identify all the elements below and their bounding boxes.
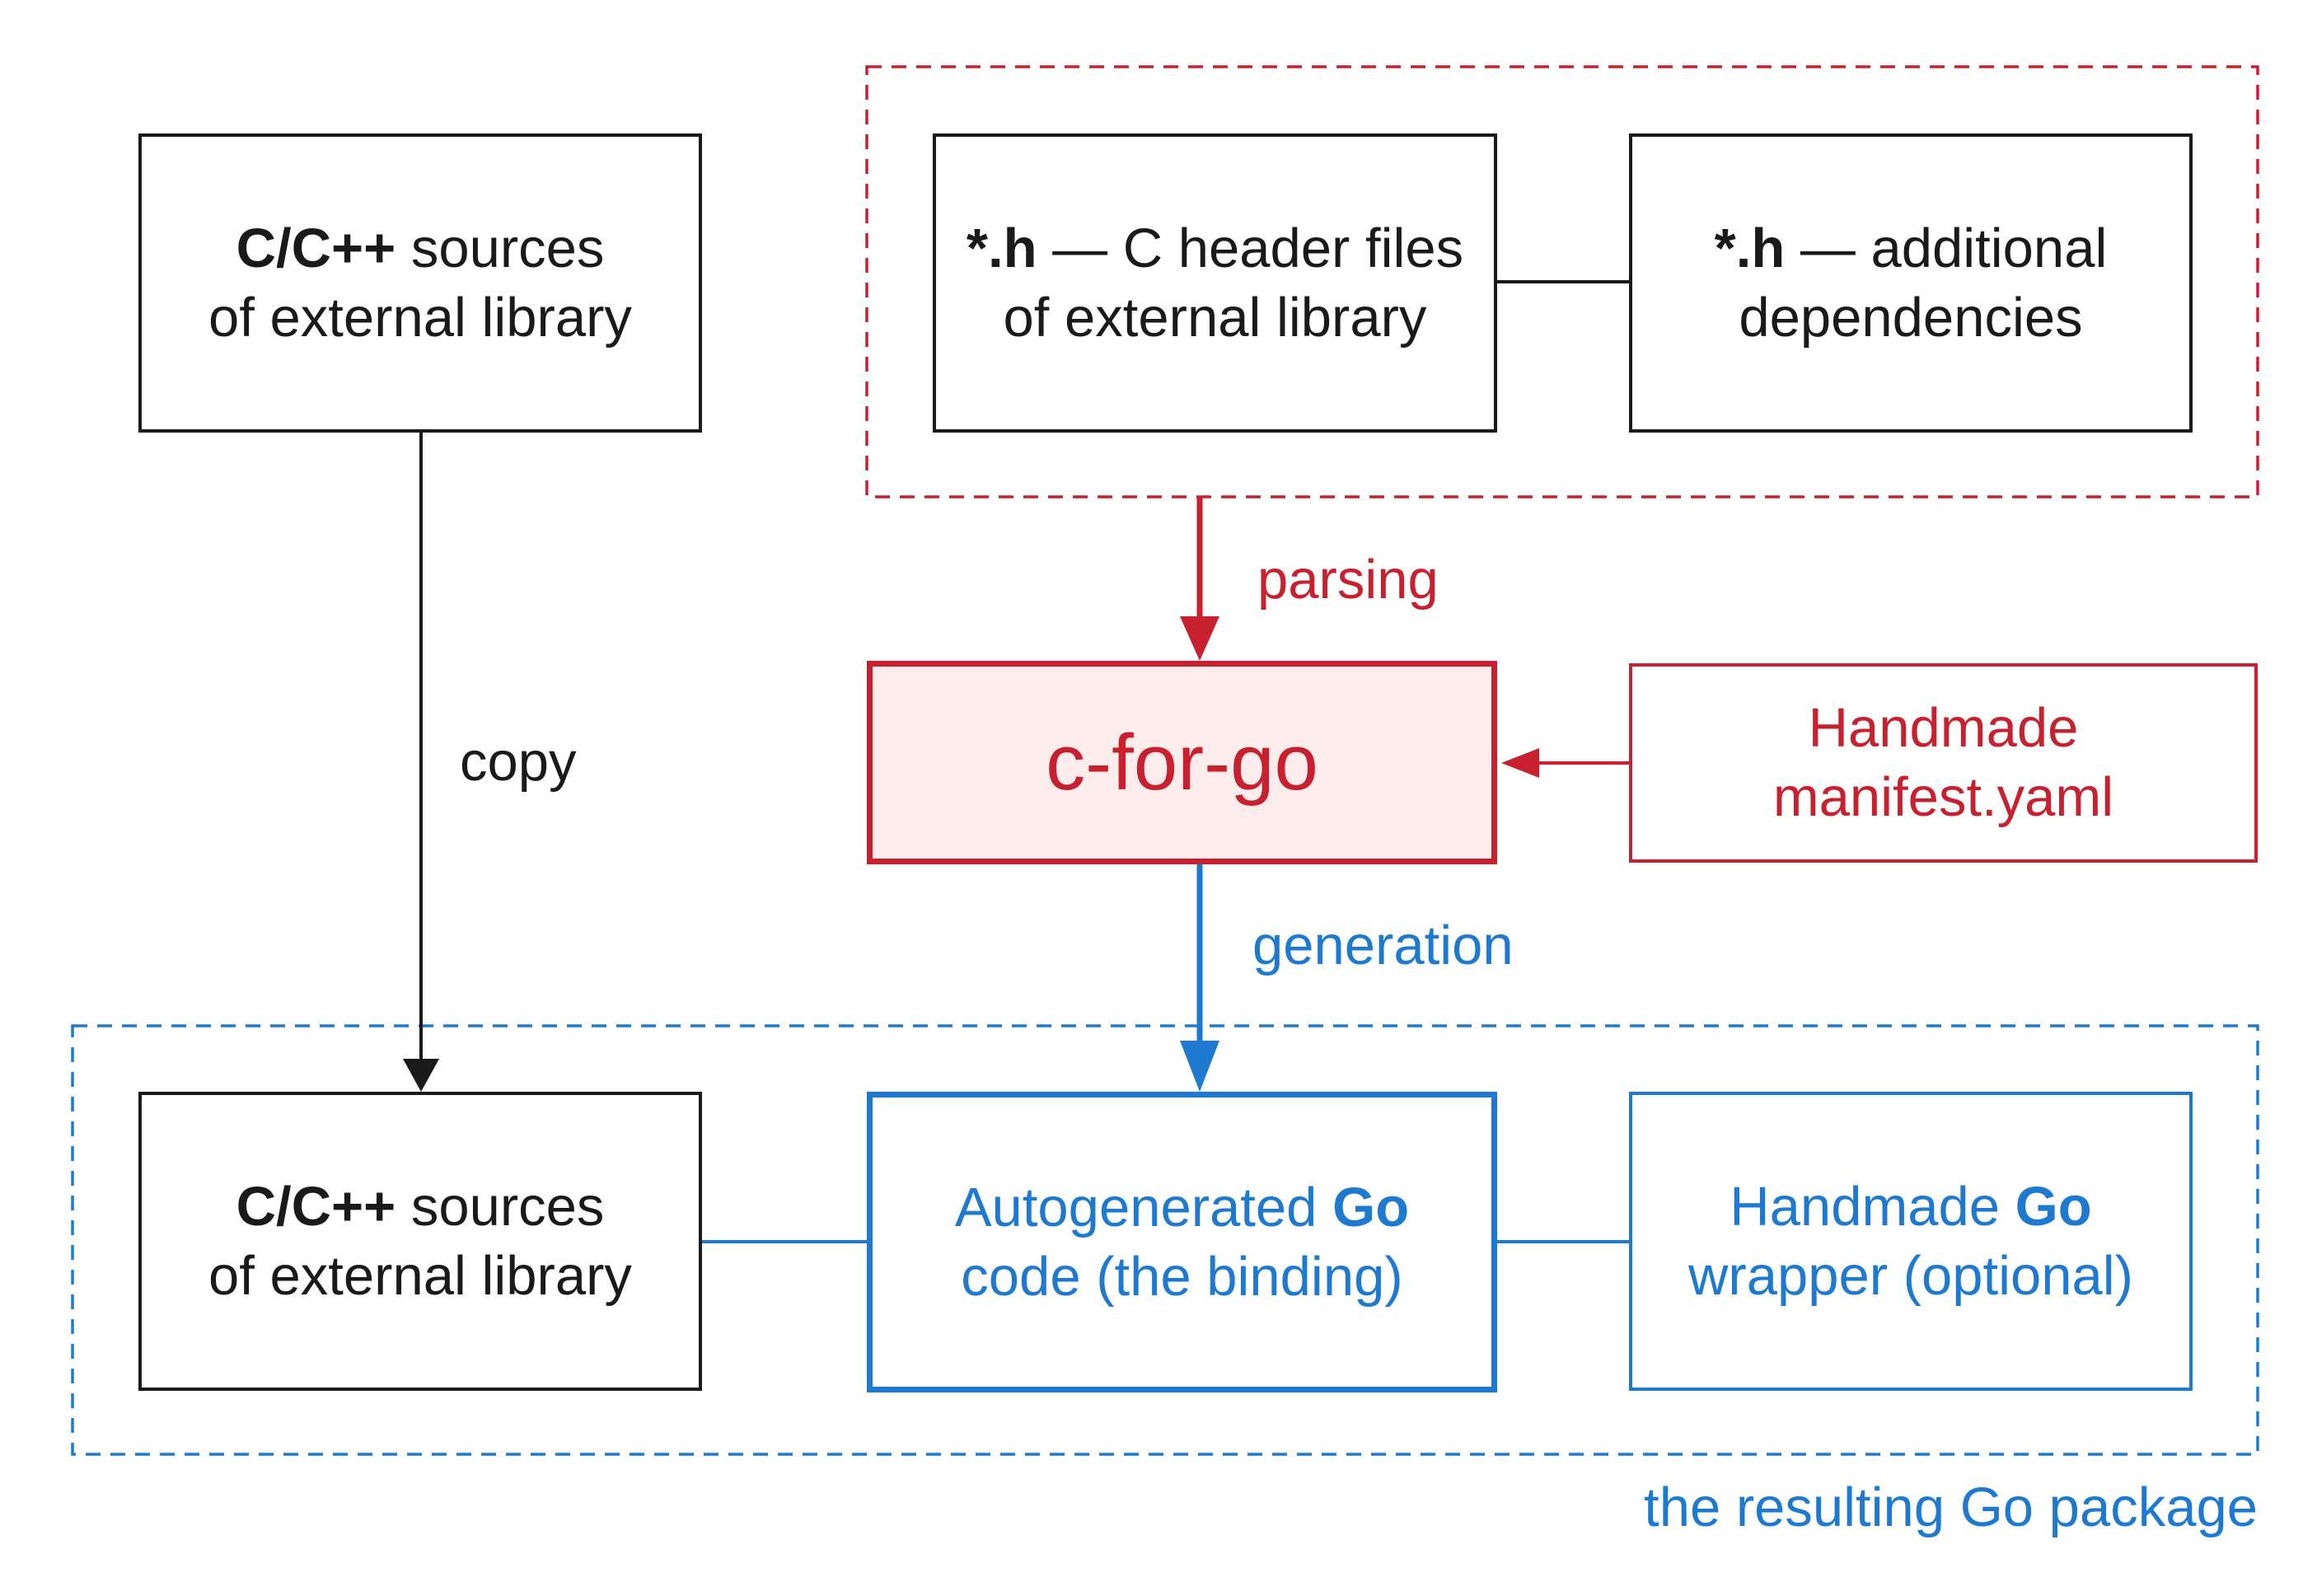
- deps-node: *.h — additional dependencies: [1629, 133, 2193, 433]
- sources-top-lang: C/C++: [236, 217, 396, 279]
- manifest-node: Handmade manifest.yaml: [1629, 663, 2258, 863]
- package-group-frame: [71, 1024, 2259, 1456]
- cforgo-node: c-for-go: [867, 661, 1497, 864]
- generation-arrowhead: [1180, 1041, 1219, 1092]
- cforgo-label: c-for-go: [1046, 718, 1318, 807]
- headers-node: *.h — C header files of external library: [933, 133, 1497, 433]
- copy-label: copy: [460, 731, 577, 793]
- headers-ext: *.h: [966, 217, 1037, 279]
- sources-top-line1: sources: [396, 217, 605, 279]
- sources-bottom-line2: of external library: [208, 1244, 632, 1307]
- wrapper-node: Handmade Go wrapper (optional): [1629, 1092, 2193, 1391]
- sources-top-line2: of external library: [208, 286, 632, 349]
- wrapper-line2: wrapper (optional): [1688, 1244, 2133, 1307]
- headers-line2: of external library: [1003, 286, 1427, 349]
- autogen-go: Go: [1332, 1176, 1410, 1238]
- deps-ext: *.h: [1714, 217, 1786, 279]
- manifest-line2: manifest.yaml: [1772, 766, 2114, 828]
- manifest-line1: Handmade: [1808, 697, 2079, 759]
- manifest-arrowhead: [1501, 748, 1539, 778]
- autogen-node: Autogenerated Go code (the binding): [867, 1092, 1497, 1392]
- deps-line2: dependencies: [1739, 286, 2083, 349]
- package-group-label: the resulting Go package: [1644, 1477, 2258, 1538]
- wrapper-go: Go: [2015, 1175, 2092, 1238]
- copy-arrowhead: [403, 1059, 439, 1092]
- wrapper-line1: Handmade: [1730, 1175, 2015, 1238]
- sources-top-node: C/C++ sources of external library: [138, 133, 702, 433]
- autogen-line2: code (the binding): [961, 1245, 1403, 1308]
- parsing-label: parsing: [1257, 549, 1439, 611]
- autogen-line1: Autogenerated: [954, 1176, 1333, 1238]
- sources-bottom-node: C/C++ sources of external library: [138, 1092, 702, 1391]
- headers-line1: — C header files: [1037, 217, 1464, 279]
- sources-bottom-line1: sources: [396, 1175, 605, 1238]
- generation-label: generation: [1252, 915, 1514, 976]
- sources-bottom-lang: C/C++: [236, 1175, 396, 1238]
- parsing-arrowhead: [1180, 616, 1219, 661]
- deps-line1: — additional: [1785, 217, 2108, 279]
- header-group-frame: [865, 65, 2259, 498]
